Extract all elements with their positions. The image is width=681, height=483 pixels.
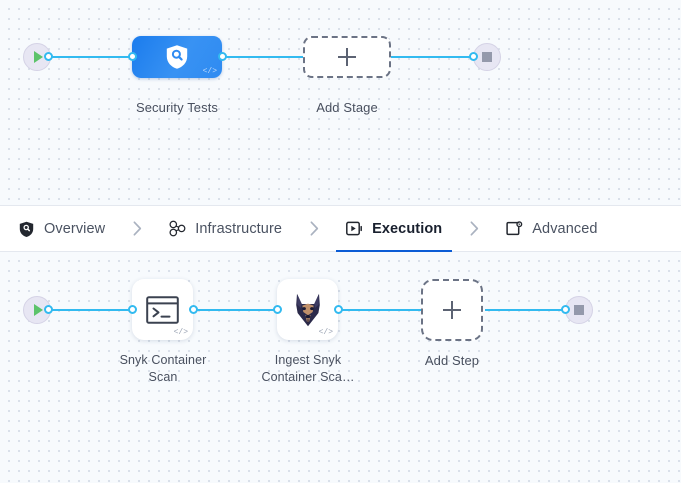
chevron-right-icon [109,221,165,236]
tab-overview[interactable]: Overview [14,206,109,252]
tab-advanced[interactable]: Advanced [502,206,601,252]
stage-label-security-tests: Security Tests [135,100,219,115]
play-icon [34,304,43,316]
stage-canvas[interactable]: </> Security Tests Add Stage [0,0,681,205]
stage-code-badge: </> [202,67,217,76]
port-end-in[interactable] [469,52,478,61]
step-code-badge: </> [318,328,333,337]
edge-security-tests-to-add-stage [218,56,310,58]
section-tabs: Overview Infrastructure [0,205,681,253]
tab-execution-label: Execution [372,220,443,237]
execution-canvas[interactable]: </> Snyk Container Scan </> Ingest Snyk … [0,252,681,483]
port-ingest-out[interactable] [334,305,343,314]
port-snyk-container-scan-in[interactable] [128,305,137,314]
card-gear-icon [506,220,523,237]
stop-icon [574,305,584,315]
plus-icon [443,301,461,319]
step-node-snyk-container-scan[interactable]: </> [132,279,193,340]
play-box-icon [346,220,363,237]
port-exec-start-out[interactable] [44,305,53,314]
port-start-out[interactable] [44,52,53,61]
chevron-right-icon [286,221,342,236]
edge-start-to-snyk-container-scan [47,309,131,311]
step-label-snyk-container-scan: Snyk Container Scan [119,353,207,384]
stage-node-security-tests[interactable]: </> [132,36,222,78]
tab-infrastructure-label: Infrastructure [195,220,283,237]
step-node-ingest-snyk-container-scan[interactable]: </> [277,279,338,340]
shield-search-icon [166,45,188,69]
tab-execution[interactable]: Execution [336,206,453,253]
edge-add-step-to-end [485,309,567,311]
topology-icon [169,220,186,237]
add-stage-button[interactable] [303,36,391,78]
port-ingest-in[interactable] [273,305,282,314]
stop-icon [482,52,492,62]
tab-infrastructure[interactable]: Infrastructure [165,206,286,252]
edge-add-stage-to-end [383,56,478,58]
terminal-icon [146,295,179,324]
add-step-label: Add Step [424,353,480,368]
edge-start-to-security-tests [47,56,137,58]
edge-ingest-to-add-step [340,309,423,311]
tab-advanced-label: Advanced [532,220,598,237]
port-security-tests-out[interactable] [218,52,227,61]
chevron-right-icon [446,221,502,236]
step-code-badge: </> [173,328,188,337]
tab-overview-label: Overview [44,220,106,237]
add-step-button[interactable] [421,279,483,341]
port-security-tests-in[interactable] [128,52,137,61]
edge-snyk-container-scan-to-ingest [196,309,280,311]
port-snyk-container-scan-out[interactable] [189,305,198,314]
step-label-ingest-snyk-container-scan: Ingest Snyk Container Sca… [261,353,355,384]
shield-icon [18,220,35,237]
play-icon [34,51,43,63]
snyk-dog-icon [295,293,320,326]
add-stage-label: Add Stage [316,100,378,115]
port-exec-end-in[interactable] [561,305,570,314]
plus-icon [338,48,356,66]
